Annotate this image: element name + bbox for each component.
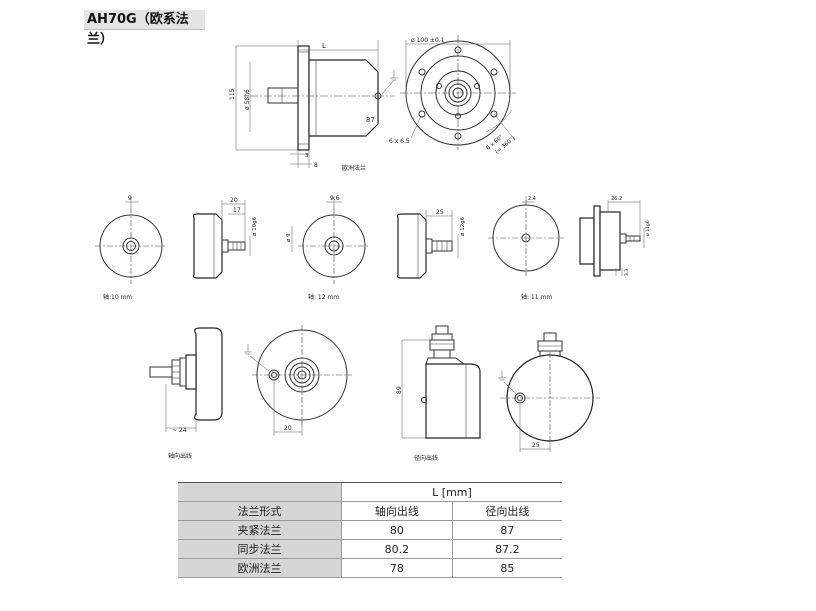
shaft12-dim-96: 9.6 [330, 195, 340, 202]
shaft11-dim-33: 3.3 [624, 269, 630, 276]
shaft10-dim-17: 17 [233, 207, 241, 214]
axial-caption: 轴向出线 [168, 452, 192, 460]
radial-dim-89: 89 [396, 386, 403, 394]
dim-3: 3 [305, 153, 309, 159]
table-row-label: 同步法兰 [178, 539, 342, 559]
shaft12-caption: 轴: 12 mm [308, 293, 339, 301]
shaft11-dim-24: 2.4 [528, 196, 536, 202]
shaft12-dim-side: ø 9 [286, 233, 292, 242]
dim-100: ø 100 ±0.1 [411, 37, 445, 44]
table-top-header: L [mm] [341, 482, 562, 502]
table-header-row: L [mm] [178, 482, 562, 502]
table-row-label: 夹紧法兰 [178, 520, 342, 540]
table-cell-axial: 80 [341, 520, 453, 540]
caption-euro-flange: 欧洲法兰 [342, 164, 366, 172]
shaft-11-views: 2.4 轴: 11 mm 26.2 ø 11g6 3.3 [488, 196, 651, 301]
table-cell-axial: 80.2 [341, 539, 453, 559]
radial-caption: 径向出线 [414, 454, 438, 462]
table-cell-radial: 85 [451, 558, 562, 578]
radial-outlet-views: 89 径向出线 25 [396, 325, 600, 462]
table-col-header-label: 法兰形式 [178, 501, 342, 521]
table-cell-axial: 78 [341, 558, 453, 578]
shaft12-dim-d: ø 12g6 [460, 216, 466, 236]
dim-58h6: ø 58h6 [244, 89, 251, 110]
shaft11-caption: 轴: 11 mm [521, 293, 552, 301]
shaft10-dim-d: ø 10g6 [252, 216, 258, 236]
dim-6x65: 6 x 6.5 [389, 138, 410, 145]
table-col-axial: 轴向出线 [341, 501, 453, 521]
shaft10-dim-20: 20 [230, 197, 238, 204]
flange-length-table: L [mm] 法兰形式 轴向出线 径向出线 夹紧法兰 80 87 同步法兰 80… [178, 482, 562, 578]
table-row: 欧洲法兰 78 85 [178, 558, 562, 578]
shaft-12-views: 9.6 ø 9 轴: 12 mm 25 ø 12g6 [286, 195, 466, 301]
page-title: AH70G（欧系法兰） [84, 10, 205, 47]
table-col-radial: 径向出线 [451, 501, 562, 521]
axial-dim-20: 20 [284, 425, 292, 432]
axial-outlet-views: ~ 24 轴向出线 20 [149, 325, 352, 460]
side-view-euro-flange: L 115 ø 58h6 87 3 8 欧洲法兰 [229, 40, 398, 172]
table-row-label: 欧洲法兰 [178, 558, 342, 578]
shaft12-dim-25: 25 [436, 209, 444, 216]
shaft10-caption: 轴:10 mm [103, 293, 132, 301]
shaft11-dim-262: 26.2 [611, 196, 622, 202]
radial-dim-25: 25 [532, 442, 540, 449]
dim-8: 8 [314, 162, 318, 169]
front-view-euro-flange: ø 100 ±0.1 6 x 6.5 6 x 60° (= 360°) [389, 35, 517, 156]
shaft-10-views: 9 轴:10 mm 20 17 ø 10g6 [95, 195, 258, 301]
dim-L: L [322, 42, 326, 50]
table-cell-radial: 87 [451, 520, 562, 540]
shaft11-dim-d: ø 11g6 [645, 220, 651, 236]
dim-87: 87 [366, 116, 375, 124]
axial-dim-24: ~ 24 [172, 427, 187, 434]
shaft10-dim-9: 9 [128, 195, 132, 202]
table-cell-radial: 87.2 [451, 539, 562, 559]
table-subheader-row: 法兰形式 轴向出线 径向出线 [178, 501, 562, 521]
table-row: 夹紧法兰 80 87 [178, 520, 562, 540]
table-corner-cell [178, 482, 342, 502]
table-row: 同步法兰 80.2 87.2 [178, 539, 562, 559]
dim-115: 115 [229, 88, 236, 100]
